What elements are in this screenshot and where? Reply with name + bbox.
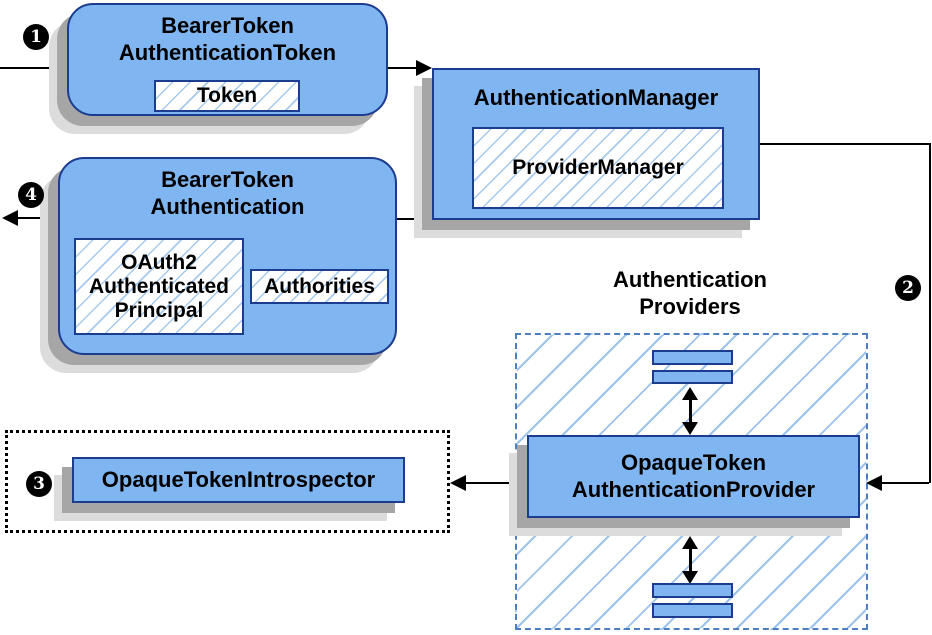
principal-line2: Authenticated: [88, 274, 229, 298]
edge-request-in: [0, 67, 62, 69]
token-node-title-line2: AuthenticationToken: [118, 40, 337, 65]
edge-authentication-out: [16, 217, 58, 219]
arrowhead-down-icon: [682, 422, 698, 435]
oauth2-authenticated-principal-box: OAuth2 Authenticated Principal: [74, 238, 244, 335]
node-authentication-manager: AuthenticationManager ProviderManager: [432, 68, 760, 220]
edge-token-to-manager: [388, 67, 420, 69]
authentication-providers-label-line1: Authentication: [613, 267, 767, 292]
double-arrow-icon: [681, 536, 699, 584]
edge-manager-to-provider-end: [880, 482, 929, 484]
arrowhead-left-icon: [866, 475, 882, 491]
node-opaque-token-authentication-provider: OpaqueToken AuthenticationProvider: [527, 435, 860, 518]
authorities-box: Authorities: [250, 269, 389, 304]
authentication-providers-label: Authentication Providers: [565, 266, 815, 320]
provider-title-line2: AuthenticationProvider: [571, 477, 816, 502]
provider-title-line1: OpaqueToken: [620, 450, 767, 475]
principal-line3: Principal: [114, 298, 204, 322]
arrowhead-up-icon: [682, 536, 698, 549]
edge-provider-to-introspector: [464, 482, 522, 484]
arrowhead-left-icon: [450, 475, 466, 491]
authentication-node-title-line2: Authentication: [150, 194, 305, 219]
introspector-title: OpaqueTokenIntrospector: [101, 467, 376, 492]
arrowhead-up-icon: [682, 387, 698, 400]
token-inner-box: Token: [154, 80, 300, 112]
provider-list-bar: [652, 370, 733, 384]
node-bearer-token-authentication-token: BearerToken AuthenticationToken Token: [67, 3, 388, 116]
provider-list-bar: [652, 350, 733, 365]
authentication-manager-title: AuthenticationManager: [473, 85, 719, 110]
step-badge-4: 4: [18, 182, 44, 208]
authentication-providers-label-line2: Providers: [639, 294, 741, 319]
edge-manager-to-provider-top: [760, 143, 931, 145]
step-badge-1: 1: [23, 24, 49, 50]
arrowhead-down-icon: [682, 571, 698, 584]
provider-manager-inner-box: ProviderManager: [472, 127, 724, 209]
step-badge-2: 2: [895, 275, 921, 301]
node-bearer-token-authentication: BearerToken Authentication OAuth2 Authen…: [58, 157, 397, 355]
double-arrow-icon: [681, 387, 699, 435]
authentication-node-title-line1: BearerToken: [161, 167, 294, 192]
edge-manager-to-authentication: [397, 218, 432, 220]
arrowhead-right-icon: [416, 60, 432, 76]
provider-list-bar: [652, 583, 733, 598]
provider-list-bar: [652, 603, 733, 618]
token-node-title-line1: BearerToken: [161, 13, 294, 38]
arrowhead-left-icon: [2, 210, 18, 226]
edge-manager-to-provider-side: [929, 143, 931, 483]
step-badge-3: 3: [26, 471, 52, 497]
node-opaque-token-introspector: OpaqueTokenIntrospector: [72, 457, 405, 503]
principal-line1: OAuth2: [121, 250, 197, 274]
